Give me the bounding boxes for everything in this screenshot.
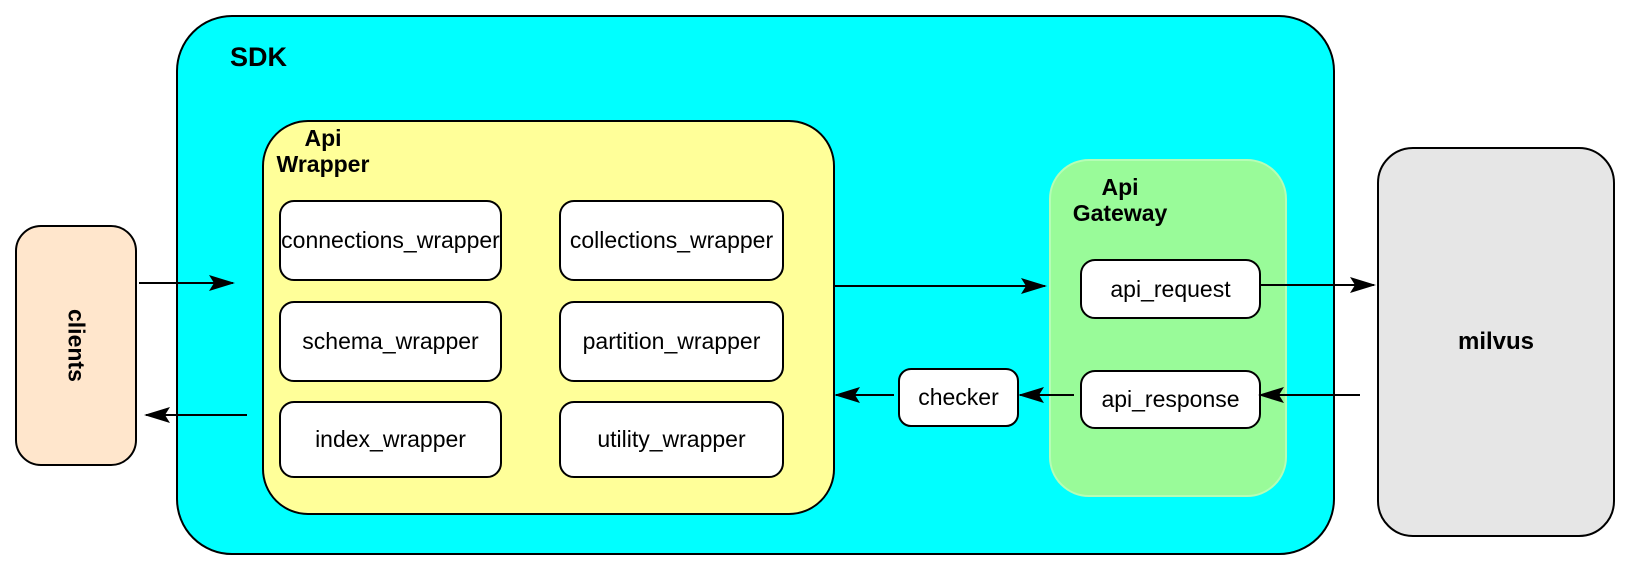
- api-wrapper-label-line1: Api: [304, 125, 342, 151]
- milvus-label: milvus: [1457, 328, 1535, 355]
- utility-wrapper-box: utility_wrapper: [559, 401, 784, 478]
- api-wrapper-container: Api Wrapper connections_wrapper collecti…: [262, 120, 835, 515]
- milvus-box: milvus: [1377, 147, 1615, 537]
- api-gateway-label-line2: Gateway: [1072, 200, 1168, 226]
- checker-box: checker: [898, 368, 1019, 427]
- api-wrapper-label-line2: Wrapper: [276, 151, 370, 177]
- api-response-box: api_response: [1080, 370, 1261, 429]
- clients-box: clients: [15, 225, 137, 466]
- schema-wrapper-box: schema_wrapper: [279, 301, 502, 382]
- sdk-container: SDK Api Wrapper connections_wrapper coll…: [176, 15, 1335, 555]
- api-gateway-label: Api Gateway: [1070, 174, 1170, 226]
- api-gateway-container: Api Gateway api_request api_response: [1049, 159, 1287, 497]
- collections-wrapper-box: collections_wrapper: [559, 200, 784, 281]
- index-wrapper-box: index_wrapper: [279, 401, 502, 478]
- clients-label: clients: [63, 309, 90, 382]
- sdk-label: SDK: [230, 42, 288, 72]
- partition-wrapper-box: partition_wrapper: [559, 301, 784, 382]
- connections-wrapper-box: connections_wrapper: [279, 200, 502, 281]
- api-request-box: api_request: [1080, 259, 1261, 319]
- api-gateway-label-line1: Api: [1101, 174, 1139, 200]
- api-wrapper-label: Api Wrapper: [269, 125, 377, 177]
